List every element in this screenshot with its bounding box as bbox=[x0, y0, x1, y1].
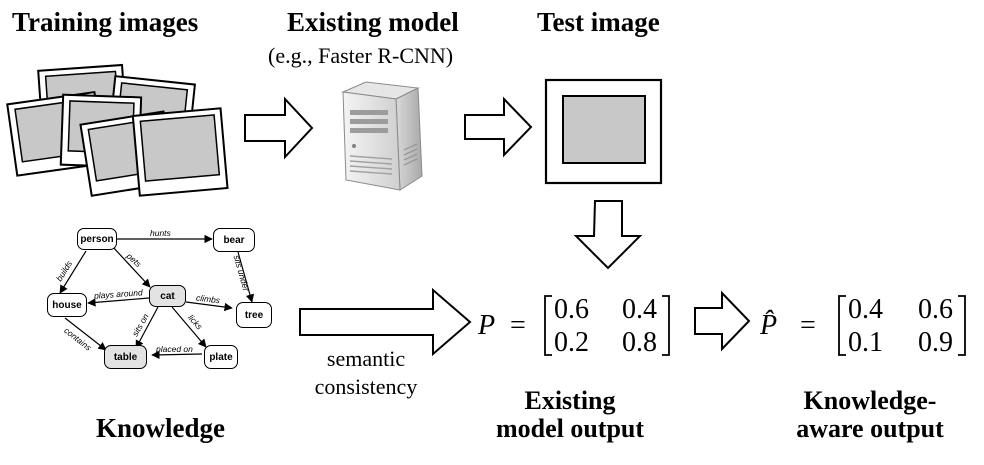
knowledge-aware-output-symbol: P̂ bbox=[760, 310, 778, 341]
test-image-heading: Test image bbox=[537, 7, 660, 37]
block-arrow-test-to-output bbox=[573, 200, 643, 270]
knowledge-aware-output-equals: = bbox=[800, 310, 816, 341]
edge-label-placed-on: placed on bbox=[156, 344, 193, 354]
test-image-frame bbox=[544, 78, 663, 185]
existing-output-equals: = bbox=[510, 310, 526, 341]
existing-matrix-r2c1: 0.2 bbox=[554, 327, 589, 358]
knowledge-aware-matrix-r2c1: 0.1 bbox=[848, 327, 883, 358]
server-icon bbox=[341, 81, 423, 191]
existing-output-title-line-2: model output bbox=[495, 414, 645, 443]
existing-model-subheading: (e.g., Faster R-CNN) bbox=[268, 43, 454, 68]
existing-output-title-line-1: Existing bbox=[524, 386, 616, 415]
knowledge-aware-output-title-line-1: Knowledge- bbox=[803, 386, 937, 415]
knowledge-graph-edges bbox=[59, 234, 255, 360]
block-arrow-training-to-model bbox=[244, 96, 314, 160]
knowledge-aware-output-title-line-2: aware output bbox=[796, 414, 944, 443]
existing-matrix-r2c2: 0.8 bbox=[622, 327, 657, 358]
node-cat: cat bbox=[149, 285, 186, 307]
block-arrow-model-to-test bbox=[464, 96, 533, 158]
block-arrow-output-to-output bbox=[694, 290, 751, 352]
node-person: person bbox=[77, 228, 117, 250]
knowledge-heading: Knowledge bbox=[96, 413, 226, 443]
knowledge-aware-matrix-r1c2: 0.6 bbox=[918, 294, 953, 325]
node-tree: tree bbox=[236, 302, 272, 328]
existing-model-heading: Existing model bbox=[287, 7, 459, 37]
node-bear: bear bbox=[213, 228, 255, 252]
training-images-stack bbox=[6, 63, 229, 197]
existing-matrix-r1c1: 0.6 bbox=[554, 294, 589, 325]
knowledge-aware-matrix-r1c1: 0.4 bbox=[848, 294, 883, 325]
semantic-consistency-line-2: consistency bbox=[314, 374, 418, 399]
node-house: house bbox=[47, 293, 87, 317]
matrix-brackets bbox=[544, 295, 966, 356]
node-table: table bbox=[104, 345, 147, 369]
training-images-heading: Training images bbox=[12, 7, 199, 37]
node-plate: plate bbox=[204, 345, 238, 369]
block-arrow-knowledge-to-output bbox=[299, 287, 472, 357]
semantic-consistency-line-1: semantic bbox=[326, 346, 406, 371]
existing-matrix-r1c2: 0.4 bbox=[622, 294, 657, 325]
edge-label-hunts: hunts bbox=[150, 228, 171, 238]
existing-output-symbol: P bbox=[478, 310, 496, 341]
knowledge-aware-matrix-r2c2: 0.9 bbox=[918, 327, 953, 358]
